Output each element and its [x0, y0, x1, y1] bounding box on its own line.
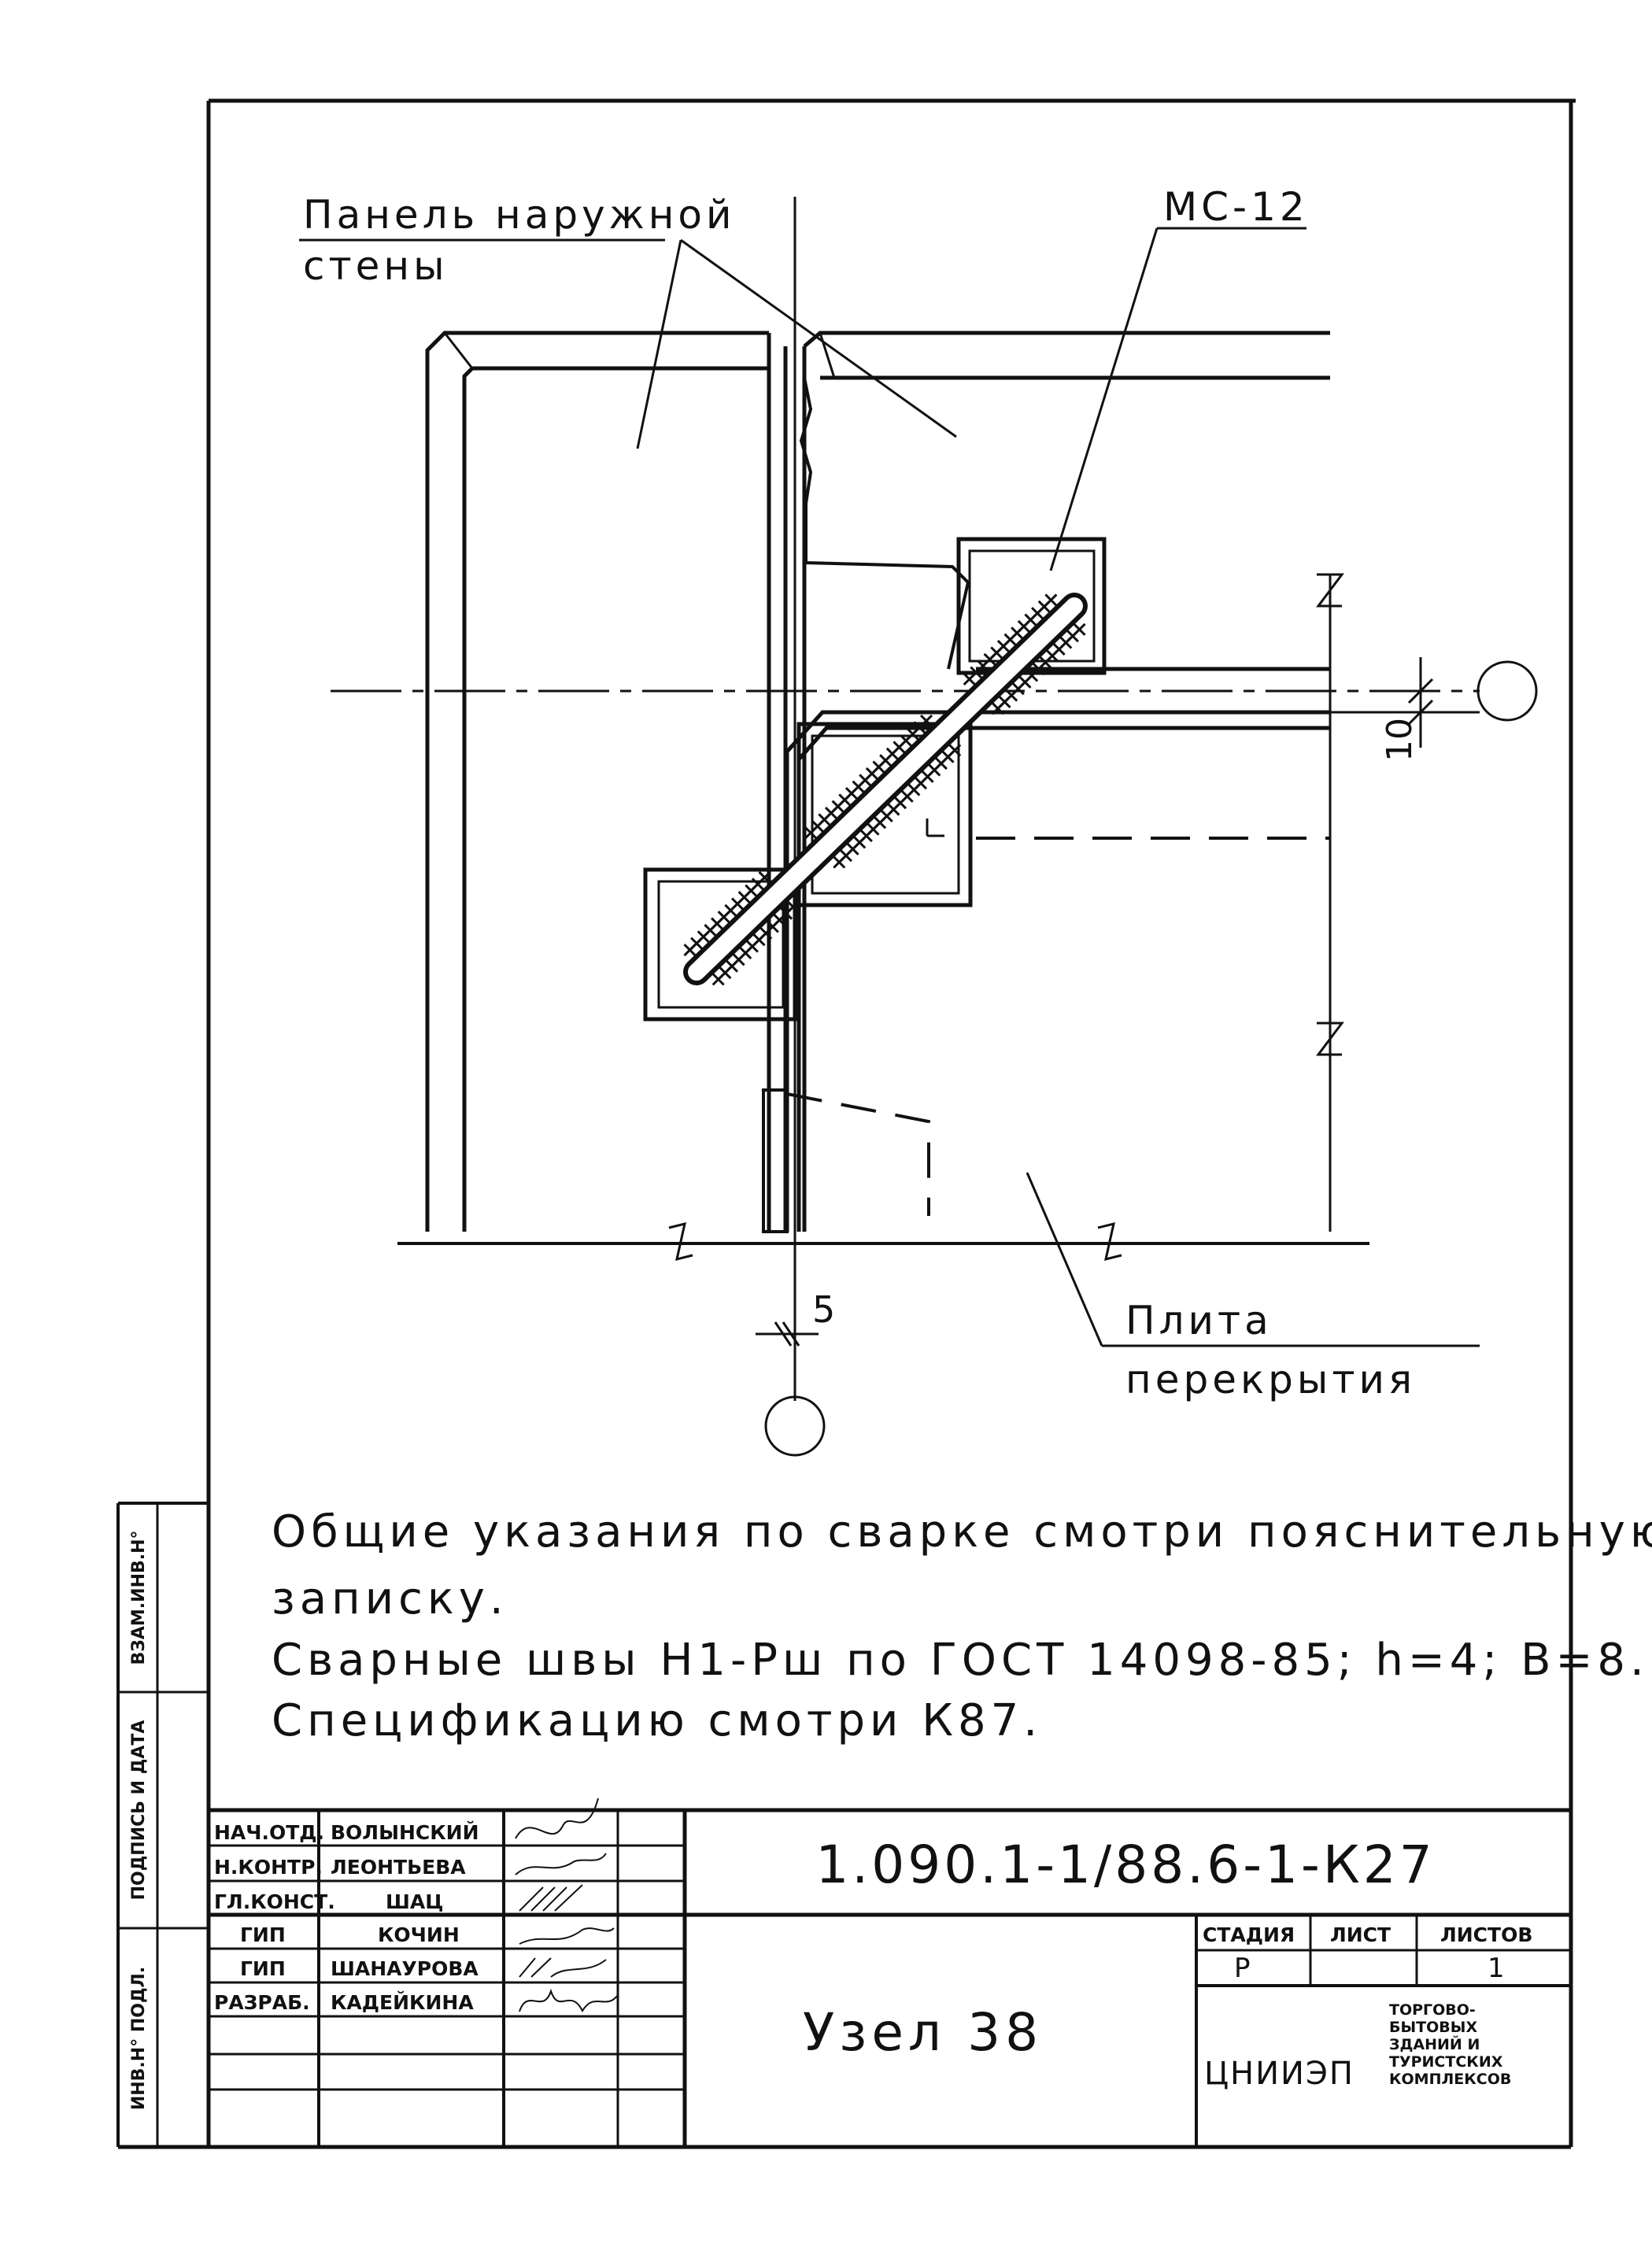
right-wall-panel — [799, 331, 1330, 1232]
dimension-5: 5 — [756, 1288, 835, 1457]
org-desc-2: БЫТОВЫХ — [1389, 2019, 1477, 2036]
sig-name-1: ВОЛЫНСКИЙ — [331, 1821, 479, 1844]
label-mc12: МС-12 — [1163, 184, 1309, 230]
signature-rows: НАЧ.ОТД. ВОЛЫНСКИЙ Н.КОНТР. ЛЕОНТЬЕВА ГЛ… — [214, 1821, 479, 2014]
dimension-5-label: 5 — [812, 1288, 835, 1331]
label-floor-slab: Плита — [1125, 1298, 1273, 1343]
sig-role-6: РАЗРАБ. — [214, 1991, 310, 2014]
axis-marker-circle-bottom — [764, 1395, 826, 1457]
weld-mark — [1044, 593, 1058, 607]
sheet-frame — [116, 98, 1576, 2149]
signature-scribbles — [515, 1798, 619, 2013]
dimension-10-label: 10 — [1380, 718, 1420, 762]
stage-header: СТАДИЯ — [1203, 1923, 1295, 1946]
stage-value: Р — [1234, 1953, 1251, 1984]
weld-marks — [683, 593, 1086, 986]
axis-marker-circle-right — [1476, 660, 1538, 722]
sig-role-4: ГИП — [240, 1923, 286, 1946]
mc12-connecting-bar — [683, 593, 1088, 985]
label-outer-wall-panel: Панель наружной — [303, 192, 736, 238]
note-line-1: Общие указания по сварке смотри поясните… — [272, 1506, 1652, 1557]
note-line-3: Сварные швы Н1-Рш по ГОСТ 14098-85; h=4;… — [272, 1635, 1649, 1686]
org-desc-1: ТОРГОВО- — [1389, 2001, 1476, 2019]
label-outer-wall-panel-line2: стены — [303, 243, 449, 289]
weld-mark — [1073, 623, 1086, 636]
node-title: Узел 38 — [803, 2002, 1043, 2063]
floor-slab — [785, 575, 1332, 1232]
org-name: ЦНИИЭП — [1204, 2056, 1354, 2092]
sig-role-3: ГЛ.КОНСТ. — [214, 1890, 335, 1913]
org-desc-3: ЗДАНИЙ И — [1389, 2035, 1480, 2053]
lower-steel-plate — [643, 867, 797, 1022]
leader-lines — [299, 227, 1480, 1347]
label-floor-slab-line2: перекрытия — [1125, 1357, 1416, 1402]
side-stamp-inv-original: ИНВ.Н° ПОДЛ. — [129, 1967, 149, 2110]
title-block — [209, 1808, 1571, 2147]
side-stamp-signature-date: ПОДПИСЬ И ДАТА — [129, 1720, 149, 1901]
org-desc-4: ТУРИСТСКИХ — [1389, 2053, 1503, 2071]
sig-name-5: ШАНАУРОВА — [331, 1957, 479, 1980]
sig-name-4: КОЧИН — [378, 1923, 460, 1946]
left-wall-panel — [425, 331, 788, 1232]
middle-steel-plate — [796, 722, 973, 907]
weld-mark — [919, 714, 933, 727]
sheets-value: 1 — [1488, 1953, 1505, 1984]
sig-role-5: ГИП — [240, 1957, 286, 1980]
weld-mark — [948, 744, 962, 757]
sig-role-2: Н.КОНТР. — [214, 1856, 323, 1879]
sig-name-3: ШАЦ — [386, 1890, 443, 1913]
dimension-10: 10 — [1330, 657, 1538, 762]
side-stamp-vzam: ВЗАМ.ИНВ.Н° — [129, 1530, 149, 1665]
weld-mark — [758, 870, 771, 885]
sig-name-2: ЛЕОНТЬЕВА — [331, 1856, 466, 1879]
sheets-header: ЛИСТОВ — [1440, 1923, 1532, 1946]
break-lines — [397, 573, 1369, 1262]
document-code: 1.090.1-1/88.6-1-К27 — [815, 1835, 1435, 1895]
hidden-lines — [762, 818, 1330, 1233]
sig-name-6: КАДЕЙКИНА — [331, 1991, 474, 2014]
note-line-2: записку. — [272, 1573, 508, 1624]
note-line-4: Спецификацию смотри К87. — [272, 1695, 1042, 1746]
sheet-header: ЛИСТ — [1330, 1923, 1391, 1946]
org-desc-5: КОМПЛЕКСОВ — [1389, 2071, 1511, 2088]
sig-role-1: НАЧ.ОТД. — [214, 1821, 324, 1844]
weld-mark — [786, 900, 800, 914]
